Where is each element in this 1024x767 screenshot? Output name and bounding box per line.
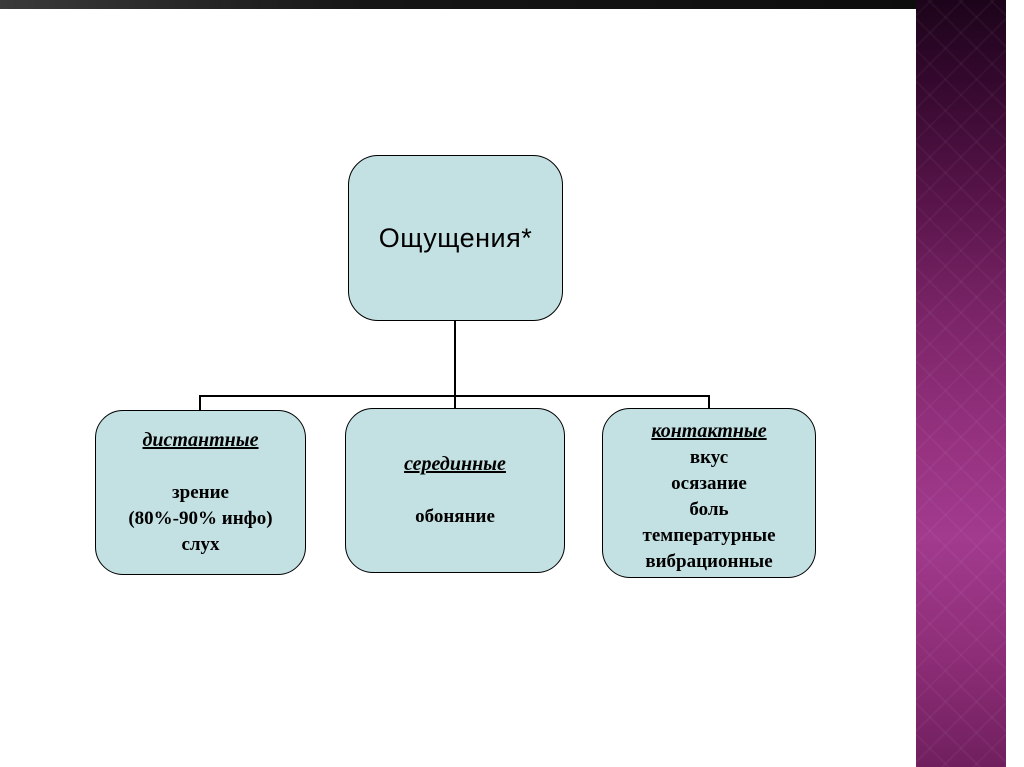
child-box-contact-header: контактные [651, 420, 767, 442]
child-box-contact-body: вкус осязание боль температурные вибраци… [603, 445, 815, 575]
list-item: зрение [172, 482, 229, 503]
list-item: обоняние [415, 506, 495, 527]
root-box-label: Ощущения* [378, 222, 533, 253]
connector-left-vertical [199, 395, 201, 410]
top-border-strip [0, 0, 916, 9]
root-box-sensations: Ощущения* [348, 155, 563, 321]
list-item: осязание [671, 473, 747, 494]
list-item: (80%-90% инфо) [128, 508, 273, 529]
connector-horizontal [199, 395, 710, 397]
list-item: вибрационные [645, 551, 773, 572]
connector-root-vertical [454, 321, 456, 410]
list-item: вкус [689, 447, 729, 468]
child-box-middle-body: обоняние [346, 504, 564, 530]
list-item: слух [181, 534, 220, 555]
child-box-distant-header: дистантные [142, 429, 259, 451]
child-box-middle-header: серединные [404, 453, 506, 475]
connector-right-vertical [708, 395, 710, 409]
list-item: боль [689, 499, 729, 520]
right-accent-bar [916, 0, 1006, 767]
list-item: температурные [642, 525, 776, 546]
child-box-distant: дистантные зрение (80%-90% инфо) слух [95, 410, 306, 575]
child-box-middle: серединные обоняние [345, 408, 565, 573]
child-box-distant-body: зрение (80%-90% инфо) слух [96, 480, 305, 558]
child-box-contact: контактные вкус осязание боль температур… [602, 408, 816, 578]
